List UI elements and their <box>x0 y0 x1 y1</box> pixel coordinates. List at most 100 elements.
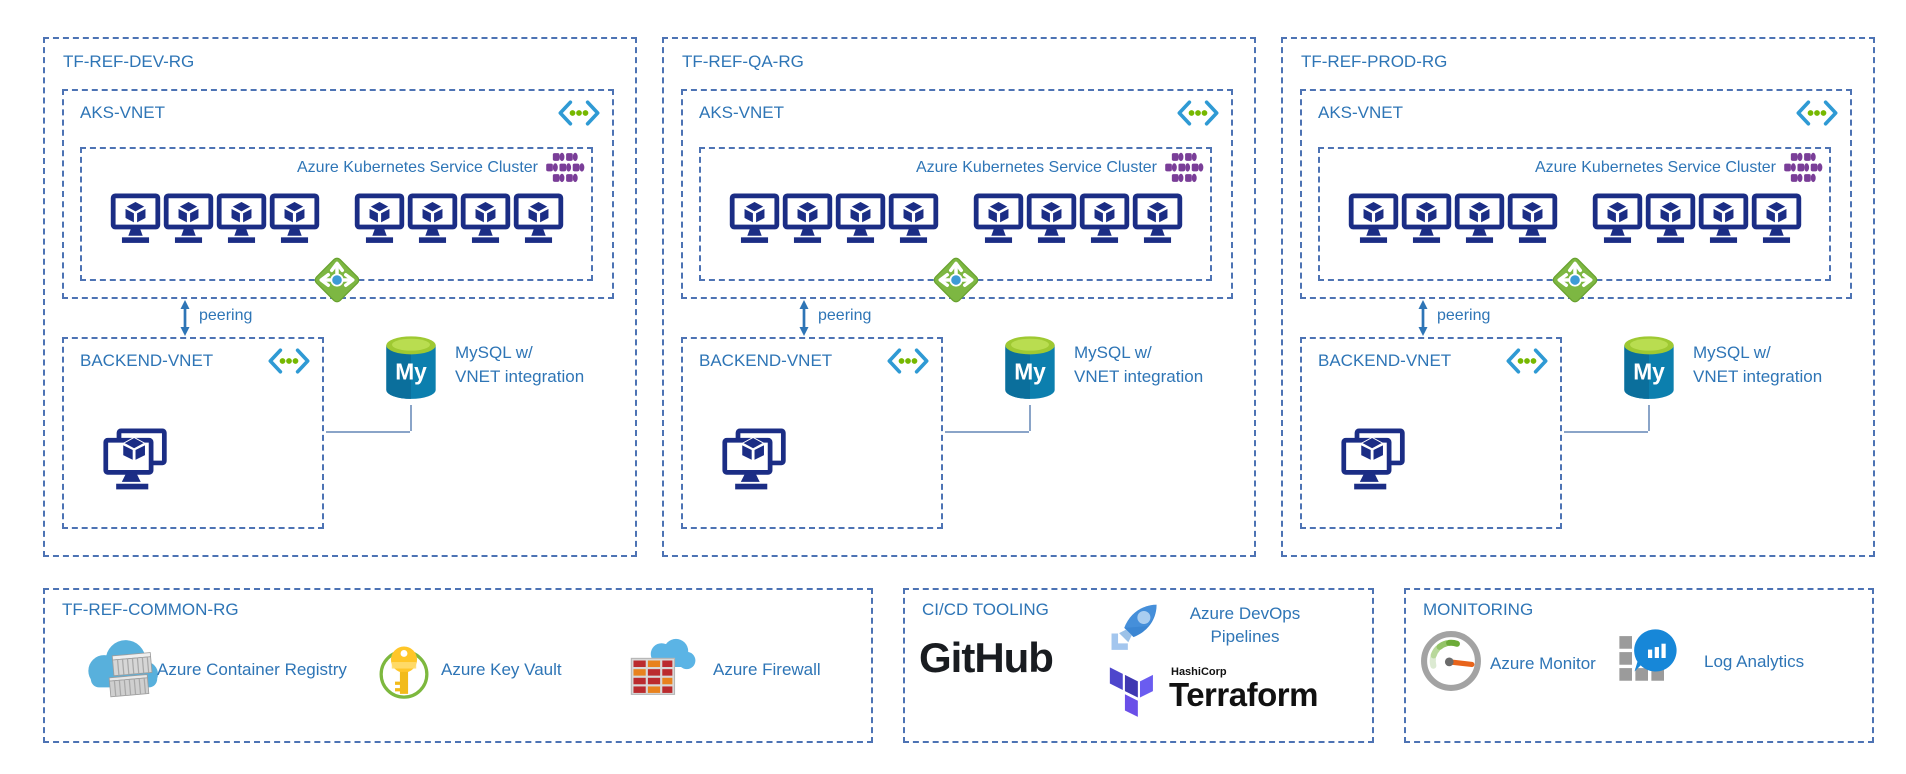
aks-node-icon <box>110 191 161 247</box>
mysql-connector-line <box>1564 431 1648 433</box>
resource-group-box: TF-REF-DEV-RG AKS-VNET Azure Kubernetes … <box>43 37 637 557</box>
peering-arrow-icon <box>796 300 812 336</box>
aks-cluster-title: Azure Kubernetes Service Cluster <box>916 159 1157 176</box>
aks-node-icon <box>729 191 780 247</box>
firewall-label: Azure Firewall <box>713 660 821 679</box>
aks-cluster-box: Azure Kubernetes Service Cluster <box>699 147 1212 281</box>
aks-node-icon <box>354 191 405 247</box>
cicd-tooling-box: CI/CD TOOLING GitHub Azure DevOps Pipeli… <box>903 588 1374 743</box>
backend-vnet-title: BACKEND-VNET <box>80 351 214 370</box>
bottom-row: TF-REF-COMMON-RG Azure Container Registr… <box>43 588 1874 743</box>
peering-connector: peering <box>1415 299 1555 337</box>
aks-node-icon <box>1079 191 1130 247</box>
aks-node-group <box>354 191 564 247</box>
peering-label: peering <box>199 307 253 324</box>
aks-node-icon <box>460 191 511 247</box>
aks-cluster-box: Azure Kubernetes Service Cluster <box>80 147 593 281</box>
aks-cluster-icon <box>1782 151 1824 185</box>
mysql-label-line2: VNET integration <box>1074 366 1204 386</box>
aks-cluster-header: Azure Kubernetes Service Cluster <box>916 151 1205 185</box>
backend-vnet-box: BACKEND-VNET <box>1300 337 1562 529</box>
firewall-icon <box>627 632 699 702</box>
github-wordmark: GitHub <box>919 634 1054 681</box>
peering-label: peering <box>1437 307 1491 324</box>
aks-node-icon <box>1348 191 1399 247</box>
peering-arrow-icon <box>1415 300 1431 336</box>
aks-node-icon <box>1026 191 1077 247</box>
aks-node-icon <box>1132 191 1183 247</box>
container-registry-label: Azure Container Registry <box>157 660 347 679</box>
aks-cluster-title: Azure Kubernetes Service Cluster <box>297 159 538 176</box>
azure-monitor-label: Azure Monitor <box>1490 654 1596 673</box>
devops-pipelines-label: Azure DevOps Pipelines <box>1173 603 1317 649</box>
aks-vnet-box: AKS-VNET Azure Kubernetes Service Cluste… <box>681 89 1233 299</box>
aks-node-icon <box>216 191 267 247</box>
devops-pipelines-icon <box>1103 596 1169 658</box>
aks-node-icon <box>973 191 1024 247</box>
aks-node-group <box>110 191 320 247</box>
common-rg-box: TF-REF-COMMON-RG Azure Container Registr… <box>43 588 873 743</box>
aks-node-icon <box>1698 191 1749 247</box>
mysql-label-line1: MySQL w/ <box>1693 343 1771 362</box>
mysql-connector-line <box>1648 405 1650 431</box>
terraform-wordmark: Terraform <box>1169 676 1318 713</box>
aks-cluster-title: Azure Kubernetes Service Cluster <box>1535 159 1776 176</box>
aks-cluster-icon <box>544 151 586 185</box>
aks-cluster-icon <box>1163 151 1205 185</box>
aks-node-icon <box>1592 191 1643 247</box>
aks-node-icon <box>163 191 214 247</box>
mysql-icon <box>999 333 1061 407</box>
aks-cluster-box: Azure Kubernetes Service Cluster <box>1318 147 1831 281</box>
mysql-label-line2: VNET integration <box>1693 366 1823 386</box>
peering-connector: peering <box>177 299 317 337</box>
aks-node-icon <box>1645 191 1696 247</box>
aks-node-icon <box>1751 191 1802 247</box>
aks-node-group <box>1348 191 1558 247</box>
mysql-label-line1: MySQL w/ <box>455 343 533 362</box>
aks-cluster-header: Azure Kubernetes Service Cluster <box>1535 151 1824 185</box>
virtual-network-icon <box>266 346 312 376</box>
resource-group-box: TF-REF-QA-RG AKS-VNET Azure Kubernetes S… <box>662 37 1256 557</box>
key-vault-icon <box>373 640 435 702</box>
virtual-network-icon <box>1175 98 1221 128</box>
mysql-label: MySQL w/ VNET integration <box>1693 341 1822 389</box>
backend-vnet-box: BACKEND-VNET <box>62 337 324 529</box>
devops-label-line1: Azure DevOps <box>1189 604 1301 623</box>
monitoring-box: MONITORING Azure Monitor Log Analytics <box>1404 588 1874 743</box>
virtual-network-icon <box>1504 346 1550 376</box>
virtual-machines-icon <box>1340 427 1408 497</box>
aks-node-group <box>1592 191 1802 247</box>
mysql-icon <box>1618 333 1680 407</box>
azure-monitor-icon <box>1418 628 1484 694</box>
cicd-title: CI/CD TOOLING <box>922 600 1049 619</box>
log-analytics-icon <box>1616 626 1680 690</box>
aks-node-icon <box>407 191 458 247</box>
aks-node-pool <box>701 191 1210 247</box>
aks-node-icon <box>782 191 833 247</box>
aks-node-icon <box>1401 191 1452 247</box>
devops-label-line2: Pipelines <box>1210 626 1280 646</box>
resource-group-box: TF-REF-PROD-RG AKS-VNET Azure Kubernetes… <box>1281 37 1875 557</box>
aks-vnet-box: AKS-VNET Azure Kubernetes Service Cluste… <box>1300 89 1852 299</box>
mysql-label: MySQL w/ VNET integration <box>1074 341 1203 389</box>
aks-node-icon <box>269 191 320 247</box>
virtual-machines-icon <box>102 427 170 497</box>
monitoring-title: MONITORING <box>1423 600 1534 619</box>
virtual-machines-icon <box>721 427 789 497</box>
aks-node-group <box>973 191 1183 247</box>
aks-vnet-box: AKS-VNET Azure Kubernetes Service Cluste… <box>62 89 614 299</box>
peering-connector: peering <box>796 299 936 337</box>
aks-vnet-title: AKS-VNET <box>1318 103 1404 122</box>
aks-node-icon <box>513 191 564 247</box>
mysql-label-line2: VNET integration <box>455 366 585 386</box>
aks-node-icon <box>1454 191 1505 247</box>
resource-group-title: TF-REF-DEV-RG <box>63 52 195 71</box>
aks-node-icon <box>835 191 886 247</box>
virtual-network-icon <box>556 98 602 128</box>
backend-vnet-title: BACKEND-VNET <box>1318 351 1452 370</box>
key-vault-label: Azure Key Vault <box>441 660 562 679</box>
aks-node-pool <box>82 191 591 247</box>
mysql-label: MySQL w/ VNET integration <box>455 341 584 389</box>
common-rg-title: TF-REF-COMMON-RG <box>62 600 239 619</box>
